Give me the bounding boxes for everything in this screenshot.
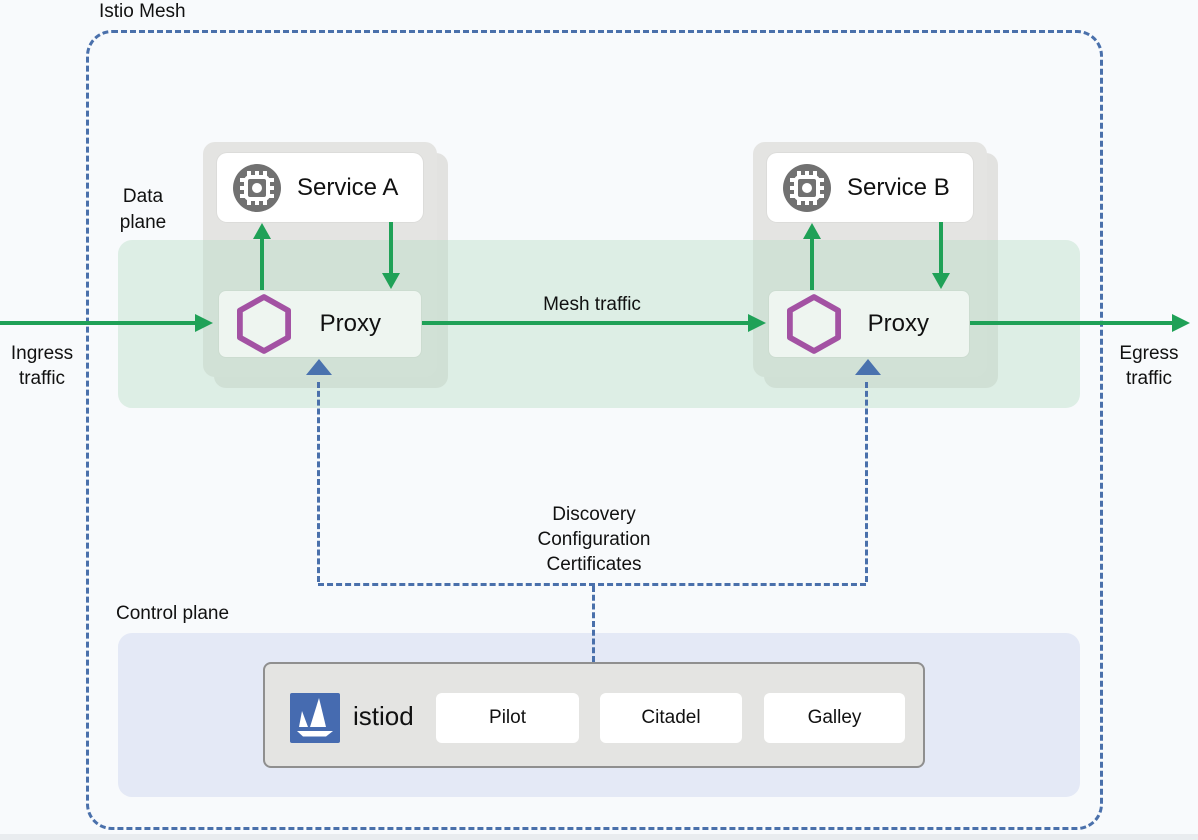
connector-label-line2: Configuration [537,529,651,550]
istiod-to-proxy-b-arrowhead [855,359,881,375]
istiod-to-proxy-a-arrowhead [306,359,332,375]
service-b-to-proxy-b-arrow [932,222,950,289]
data-plane-label: Data plane [119,186,167,233]
egress-traffic-label: Egress traffic [1110,341,1188,391]
istiod-to-proxy-a-dashed-line [317,382,320,582]
connector-label-line3: Certificates [546,554,642,575]
mesh-traffic-label: Mesh traffic [543,294,641,315]
mesh-traffic-arrow [422,314,766,332]
ingress-traffic-arrow [0,314,213,332]
component-citadel: Citadel [600,693,742,743]
service-a-label: Service A [297,173,399,201]
component-pilot: Pilot [436,693,579,743]
ingress-traffic-label: Ingress traffic [2,341,82,391]
proxy-a-box: Proxy [218,290,422,358]
connector-label-line1: Discovery [552,504,636,525]
istiod-to-proxy-b-dashed-line [865,382,868,582]
istiod-dashed-crossbar [318,583,866,586]
component-galley: Galley [764,693,905,743]
egress-label-line2: traffic [1125,368,1173,389]
ingress-label-line2: traffic [18,368,66,389]
proxy-a-label: Proxy [319,310,381,337]
egress-label-line1: Egress [1119,343,1179,364]
envoy-hexagon-icon [237,294,291,354]
istiod-box: istiod Pilot Citadel Galley [263,662,925,768]
envoy-hexagon-icon [787,294,841,354]
proxy-a-to-service-a-arrow [253,223,271,290]
service-a-to-proxy-a-arrow [382,222,400,289]
ingress-label-line1: Ingress [10,343,74,364]
page-bottom-edge [0,834,1198,840]
control-plane-label: Control plane [116,603,230,624]
proxy-b-to-service-b-arrow [803,223,821,290]
istio-mesh-title: Istio Mesh [99,1,186,22]
proxy-b-box: Proxy [768,290,970,358]
proxy-b-label: Proxy [867,310,929,337]
service-b-box: Service B [767,153,973,222]
service-a-box: Service A [217,153,423,222]
cpu-chip-icon [233,163,281,212]
mesh-boundary-dashed-border [86,30,1103,830]
connector-label: Discovery Configuration Certificates [518,502,670,577]
egress-traffic-arrow [970,314,1190,332]
service-b-label: Service B [847,173,950,201]
istiod-label: istiod [353,701,414,731]
istio-sail-icon [297,698,333,737]
istio-logo [290,693,340,743]
istiod-dashed-stem [592,586,595,662]
cpu-chip-icon [783,163,831,212]
